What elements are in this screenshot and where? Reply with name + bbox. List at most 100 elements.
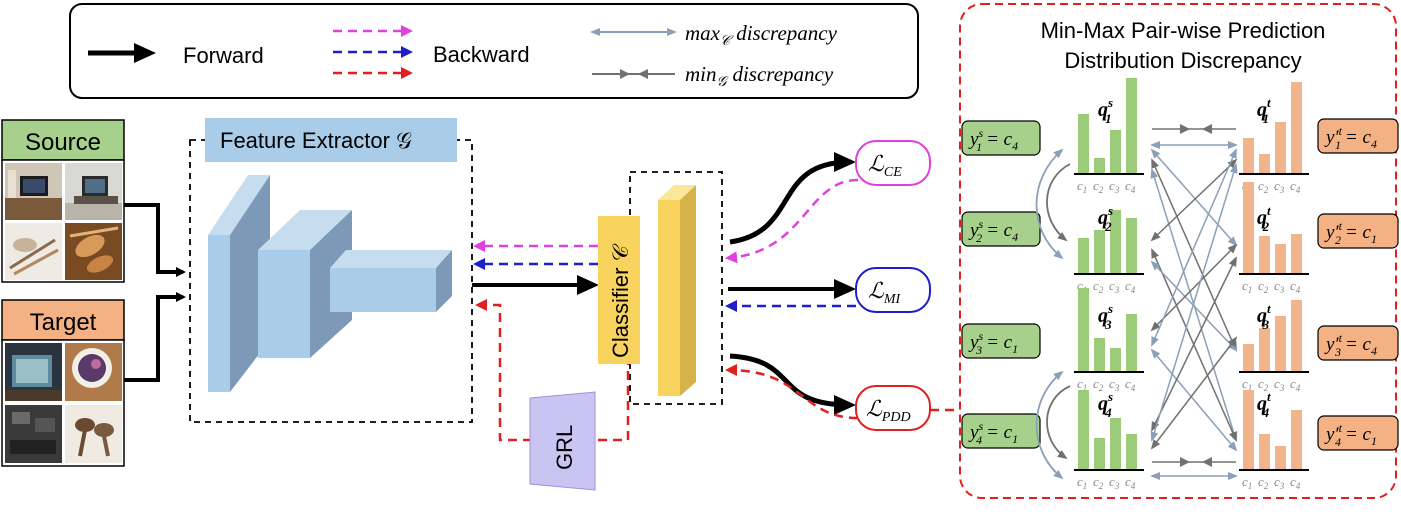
target-tick-label: c1 (1242, 474, 1252, 491)
target-tick-label: c2 (1258, 474, 1269, 491)
target-panel: Target (1, 299, 125, 467)
source-tick-label: c2 (1093, 178, 1104, 195)
source-bar-2-2 (1094, 230, 1105, 274)
feature-extractor: Feature Extractor 𝒢 (189, 118, 473, 423)
source-bar-2-1 (1078, 238, 1089, 274)
target-tick-label: c1 (1242, 376, 1252, 393)
source-label: Source (25, 129, 101, 156)
discrepancy-arrow (1151, 256, 1237, 432)
target-bar-1-1 (1243, 138, 1254, 174)
discrepancy-arrow (1150, 260, 1238, 352)
target-bar-1-2 (1259, 154, 1270, 174)
source-tick-label: c2 (1093, 278, 1104, 295)
source-tick-label: c3 (1109, 376, 1120, 393)
target-tick-label: c4 (1290, 376, 1301, 393)
source-bar-1-1 (1078, 114, 1089, 174)
source-bar-2-3 (1110, 210, 1121, 274)
source-tick-label: c1 (1077, 376, 1087, 393)
source-tick-label: c3 (1109, 178, 1120, 195)
target-bar-2-4 (1291, 234, 1302, 274)
legend-forward-label: Forward (183, 43, 264, 68)
fe-classifier-arrows (472, 240, 630, 442)
source-bar-1-4 (1126, 78, 1137, 174)
target-tick-label: c3 (1274, 474, 1285, 491)
target-tick-label: c2 (1258, 376, 1269, 393)
source-tick-label: c1 (1077, 178, 1087, 195)
target-bar-3-3 (1275, 316, 1286, 372)
svg-text:y′t2= c1: y′t2= c1 (1324, 219, 1377, 247)
svg-text:y′t1= c4: y′t1= c4 (1324, 124, 1377, 152)
source-tick-label: c4 (1125, 376, 1136, 393)
target-bar-4-4 (1291, 410, 1302, 470)
panel-title-line2: Distribution Discrepancy (1064, 48, 1301, 73)
grl-block: GRL (529, 391, 596, 491)
source-bar-2-4 (1126, 218, 1137, 274)
source-tick-label: c4 (1125, 474, 1136, 491)
source-bar-4-4 (1126, 434, 1137, 470)
source-bar-3-3 (1110, 348, 1121, 372)
target-tick-label: c4 (1290, 178, 1301, 195)
discrepancy-arrow (1151, 148, 1237, 347)
source-tick-label: c4 (1125, 278, 1136, 295)
source-bar-4-3 (1110, 418, 1121, 470)
target-bar-4-3 (1275, 446, 1286, 470)
target-bar-4-2 (1259, 434, 1270, 470)
source-image-4 (65, 223, 122, 280)
target-tick-label: c2 (1258, 278, 1269, 295)
source-bar-1-3 (1110, 130, 1121, 174)
legend-backward-label: Backward (433, 42, 530, 67)
target-image-1 (5, 343, 62, 401)
target-bar-2-2 (1259, 236, 1270, 274)
target-tick-label: c3 (1274, 178, 1285, 195)
svg-text:ys2= c4: ys2= c4 (968, 217, 1018, 245)
source-bar-3-2 (1094, 338, 1105, 372)
target-bar-1-4 (1291, 82, 1302, 174)
discrepancy-arrows (1035, 124, 1238, 480)
loss-pdd-box (855, 385, 931, 431)
discrepancy-arrow (1150, 158, 1238, 242)
target-bar-2-1 (1243, 182, 1254, 274)
classifier-label: Classifier 𝒞 (608, 243, 633, 358)
source-distribution-2: c1c2c3c4qs2 (1074, 203, 1144, 295)
loss-mi-label: ℒMI (868, 278, 902, 307)
source-image-1 (5, 163, 62, 220)
target-tick-label: c2 (1258, 178, 1269, 195)
discrepancy-arrow (1150, 336, 1238, 450)
source-tick-label: c2 (1093, 376, 1104, 393)
loss-mi-box (855, 267, 931, 313)
source-bar-3-4 (1126, 314, 1137, 372)
svg-text:ys1= c4: ys1= c4 (968, 126, 1018, 154)
prediction-bars: c1c2c3c4qs1c1c2c3c4qs2c1c2c3c4qs3c1c2c3c… (961, 78, 1399, 491)
svg-text:ys3= c1: ys3= c1 (968, 329, 1018, 357)
target-tick-label: c3 (1274, 376, 1285, 393)
input-arrows (124, 203, 186, 382)
target-bar-2-3 (1275, 244, 1286, 274)
feature-extractor-label: Feature Extractor 𝒢 (220, 128, 412, 153)
source-bar-4-1 (1078, 390, 1089, 470)
source-image-2 (65, 163, 122, 220)
panel-title-line1: Min-Max Pair-wise Prediction (1041, 18, 1326, 43)
source-bar-3-1 (1078, 288, 1089, 372)
loss-ce-box (855, 140, 931, 186)
loss-ce-label: ℒCE (868, 151, 902, 180)
target-bar-3-4 (1291, 300, 1302, 372)
target-tick-label: c4 (1290, 474, 1301, 491)
